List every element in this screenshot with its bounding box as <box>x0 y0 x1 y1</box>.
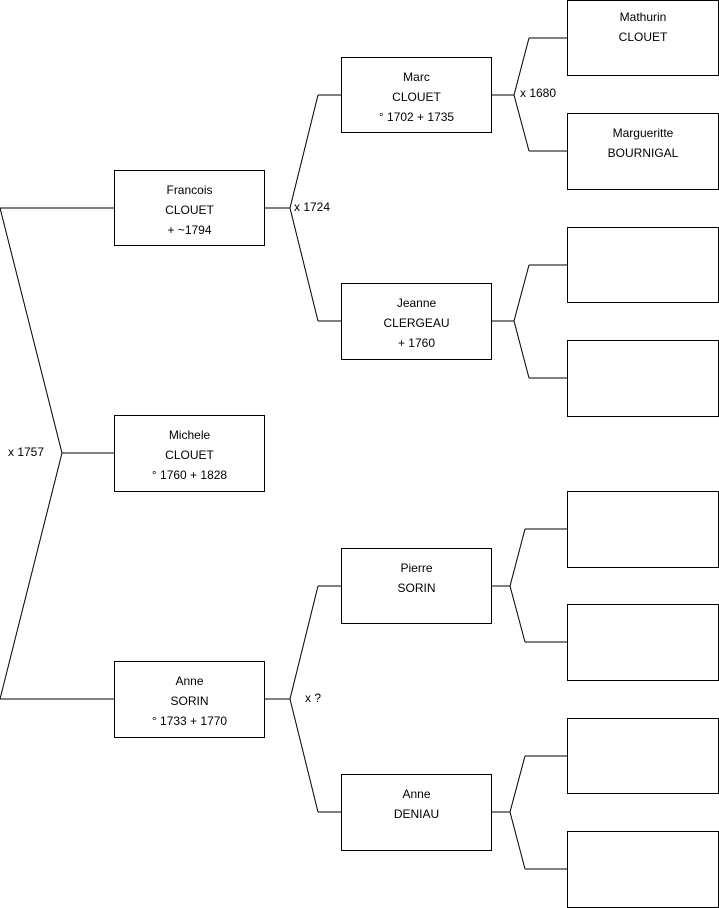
person-dates: ° 1702 + 1735 <box>378 110 455 124</box>
person-box-empty[interactable] <box>567 604 719 681</box>
person-first-name: Anne <box>175 674 204 688</box>
marriage-label-paternal: x 1724 <box>294 200 331 214</box>
person-first-name: Francois <box>166 183 213 197</box>
person-last-name: CLOUET <box>165 203 214 217</box>
person-last-name: BOURNIGAL <box>607 146 679 160</box>
person-first-name: Margueritte <box>612 126 674 140</box>
person-last-name: SORIN <box>397 581 436 595</box>
person-box-empty[interactable] <box>567 227 719 303</box>
person-last-name: SORIN <box>170 694 209 708</box>
person-box-francois[interactable]: Francois CLOUET + ~1794 <box>114 170 265 246</box>
person-last-name: CLOUET <box>165 448 214 462</box>
person-dates: + 1760 <box>397 336 436 350</box>
person-box-michele[interactable]: Michele CLOUET ° 1760 + 1828 <box>114 415 265 492</box>
person-first-name: Marc <box>403 70 430 84</box>
person-dates: ° 1760 + 1828 <box>151 468 228 482</box>
person-last-name: DENIAU <box>393 807 440 821</box>
person-box-anne-sorin[interactable]: Anne SORIN ° 1733 + 1770 <box>114 661 265 738</box>
person-box-empty[interactable] <box>567 340 719 417</box>
marriage-label-great-paternal: x 1680 <box>520 86 557 100</box>
person-first-name: Mathurin <box>619 10 667 24</box>
person-box-margueritte[interactable]: Margueritte BOURNIGAL <box>567 113 719 190</box>
person-box-empty[interactable] <box>567 491 719 568</box>
person-last-name: CLERGEAU <box>383 316 450 330</box>
person-box-jeanne[interactable]: Jeanne CLERGEAU + 1760 <box>341 283 492 360</box>
person-last-name: CLOUET <box>392 90 441 104</box>
person-first-name: Anne <box>402 787 431 801</box>
person-dates: + ~1794 <box>167 223 212 237</box>
person-dates: ° 1733 + 1770 <box>151 714 228 728</box>
person-box-marc[interactable]: Marc CLOUET ° 1702 + 1735 <box>341 57 492 133</box>
person-box-empty[interactable] <box>567 718 719 794</box>
person-box-empty[interactable] <box>567 831 719 908</box>
marriage-label-maternal: x ? <box>305 691 322 705</box>
person-last-name: CLOUET <box>618 30 668 44</box>
person-box-anne-deniau[interactable]: Anne DENIAU <box>341 774 492 851</box>
person-box-pierre[interactable]: Pierre SORIN <box>341 548 492 624</box>
person-first-name: Michele <box>168 428 211 442</box>
person-box-mathurin[interactable]: Mathurin CLOUET <box>567 0 719 76</box>
person-first-name: Pierre <box>400 561 433 575</box>
marriage-label-parents: x 1757 <box>8 445 45 459</box>
person-first-name: Jeanne <box>396 296 437 310</box>
